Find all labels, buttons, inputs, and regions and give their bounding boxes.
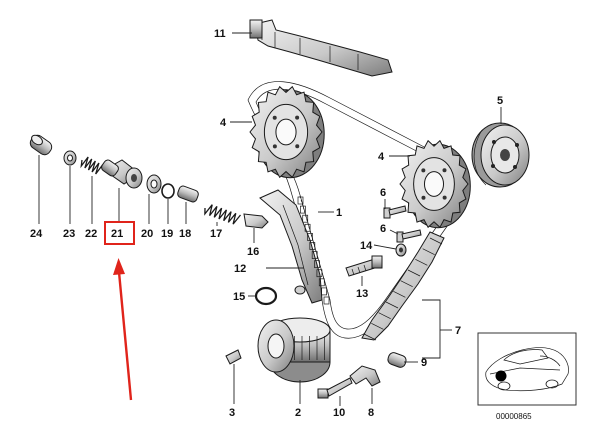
bolt-6-upper [383, 205, 407, 219]
callout-9: 9 [421, 357, 427, 369]
callout-22: 22 [85, 228, 97, 240]
callout-21: 21 [111, 228, 123, 240]
callout-19: 19 [161, 228, 173, 240]
part-16-pin [243, 213, 269, 229]
callout-10: 10 [333, 407, 345, 419]
part-21-tensioner-body [101, 159, 143, 189]
bolt-6-lower [396, 229, 422, 243]
pin-9 [387, 352, 407, 368]
callout-18: 18 [179, 228, 191, 240]
callout-15: 15 [233, 291, 245, 303]
part-22-spring [80, 156, 104, 175]
callout-6-upper: 6 [380, 187, 386, 199]
lower-chain-guide [361, 231, 445, 341]
part-18-plug [177, 185, 199, 203]
callout-24: 24 [30, 228, 43, 240]
callout-11: 11 [214, 28, 226, 40]
highlight-box [104, 221, 135, 245]
woodruff-key [225, 349, 242, 365]
bracket-8 [349, 365, 381, 387]
car-outline [485, 347, 569, 392]
callout-8: 8 [368, 407, 374, 419]
callout-14: 14 [360, 240, 373, 252]
callout-5: 5 [497, 95, 503, 107]
part-23-ring [63, 150, 77, 166]
camshaft-sprocket-right [399, 139, 471, 229]
callout-1: 1 [336, 207, 342, 219]
crankshaft-sprocket [257, 317, 331, 383]
callout-20: 20 [141, 228, 153, 240]
circlip-15 [254, 285, 306, 306]
upper-guide-rail [249, 19, 393, 77]
camshaft-sprocket-left [249, 85, 325, 179]
part-20-seal [146, 174, 162, 194]
washer-14 [395, 243, 407, 257]
callout-3: 3 [229, 407, 235, 419]
callout-4-right: 4 [378, 151, 385, 163]
callout-labels: 1 2 3 4 4 5 6 6 7 8 9 10 11 12 13 14 15 … [30, 28, 503, 419]
inset-code: 00000865 [496, 412, 532, 421]
sprocket-cover-5 [471, 122, 530, 188]
callout-2: 2 [295, 407, 301, 419]
stud-13 [345, 255, 383, 277]
inset-vehicle-locator: 00000865 [477, 332, 577, 421]
callout-12: 12 [234, 263, 246, 275]
tensioner-rail [259, 189, 330, 305]
part-24-piston [29, 134, 53, 156]
part-19-ring [161, 183, 175, 199]
engine-location-dot [495, 370, 507, 382]
callout-13: 13 [356, 288, 368, 300]
callout-7: 7 [455, 325, 461, 337]
highlight-arrow [113, 258, 133, 401]
callout-4-left: 4 [220, 117, 227, 129]
callout-17: 17 [210, 228, 222, 240]
callout-6-lower: 6 [380, 223, 386, 235]
leader-lines [38, 32, 502, 406]
callout-16: 16 [247, 246, 259, 258]
callout-23: 23 [63, 228, 75, 240]
bolt-10 [317, 377, 353, 399]
part-17-spring [204, 204, 242, 225]
